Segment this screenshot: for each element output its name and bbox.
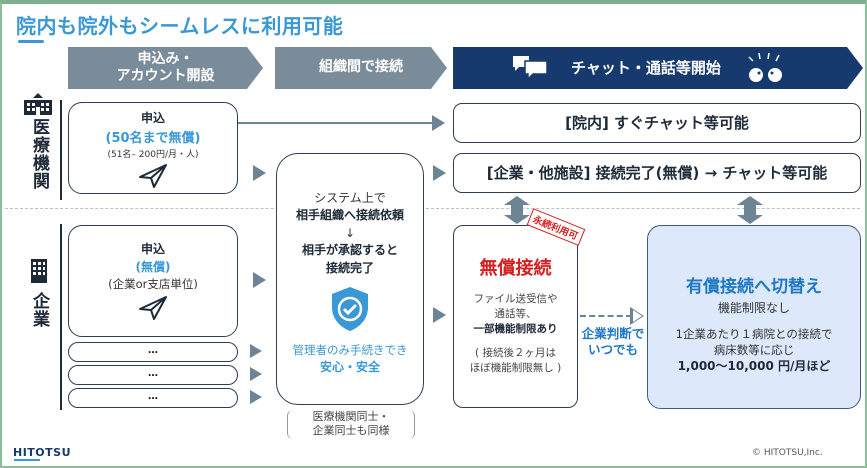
connect-box: システム上で 相手組織へ接続依頼 ↓ 相手が承認すると 接続完了 管理者のみ手続… <box>276 153 424 405</box>
paid-desc1: 1企業あたり１病院との接続で <box>675 327 833 341</box>
company-apply-free: (無償) <box>135 260 171 274</box>
shield-check-icon <box>332 286 368 331</box>
company-apply-unit: (企業or支店単位) <box>108 277 198 291</box>
footer-copyright: © HITOTSU,Inc. <box>752 448 823 458</box>
switch-label: 企業判断で いつでも <box>578 326 648 359</box>
paid-price: 1,000〜10,000 円/月ほど <box>677 359 831 374</box>
paper-plane-icon <box>139 296 167 320</box>
connect-line2: 相手組織へ接続依頼 <box>295 208 404 223</box>
row-divider-medical <box>60 100 62 200</box>
title-underline <box>18 40 44 43</box>
connect-note1: 管理者のみ手続きでき <box>292 343 408 358</box>
free-title: 無償接続 <box>479 258 552 279</box>
paid-title: 有償接続へ切替え <box>686 277 822 297</box>
free-desc2: 通話等、 <box>494 308 537 321</box>
double-arrow-free <box>504 196 530 224</box>
result-external: [企業・他施設] 接続完了(無償) → チャット等可能 <box>453 153 861 193</box>
footer-logo-underline <box>14 459 40 461</box>
medical-apply-title: 申込 <box>140 111 165 125</box>
talking-people-icon <box>743 51 789 85</box>
paid-connection-box: 有償接続へ切替え 機能制限なし 1企業あたり１病院との接続で 病床数等に応じ 1… <box>647 225 861 409</box>
page-title: 院内も院外もシームレスに利用可能 <box>16 14 344 38</box>
connect-note2: 安心・安全 <box>319 360 380 375</box>
arrow-company-apply <box>253 272 266 288</box>
result-internal: [院内] すぐチャット等可能 <box>453 103 861 143</box>
row-separator <box>5 208 860 209</box>
connect-footnote: 医療機関同士・ 企業同士も同様 <box>287 410 415 439</box>
row-label-medical: 医療機関 <box>29 118 49 190</box>
arrow-medical-to-connect <box>253 165 266 181</box>
company-more-item: … <box>68 342 238 362</box>
connect-footnote2: 企業同士も同様 <box>312 424 390 438</box>
step-apply: 申込み・アカウント開設 <box>68 47 263 89</box>
arrow-more-1 <box>250 344 262 358</box>
switch-arrow-head-inner <box>633 310 642 322</box>
switch-dashed-line <box>580 315 632 317</box>
hospital-icon <box>24 93 52 115</box>
arrow-more-3 <box>250 390 262 404</box>
step-apply-line2: アカウント開設 <box>116 68 215 84</box>
row-label-company: 企業 <box>29 292 49 328</box>
arrow-connect-to-external <box>433 165 446 181</box>
step-connect-label: 組織間で接続 <box>319 59 403 76</box>
footer-logo: HITOTSU <box>13 446 72 459</box>
company-more-item: … <box>68 365 238 385</box>
step-connect: 組織間で接続 <box>275 47 447 89</box>
connect-line1: システム上で <box>314 191 386 205</box>
switch-label-line2: いつでも <box>587 342 638 358</box>
step-chat-label: チャット・通話等開始 <box>571 58 721 77</box>
free-desc3: 一部機能制限あり <box>473 323 558 336</box>
chat-bubbles-icon <box>511 53 551 83</box>
paid-subtitle: 機能制限なし <box>717 301 790 315</box>
company-apply-title: 申込 <box>140 242 165 256</box>
free-desc1: ファイル送受信や <box>473 293 558 305</box>
arrow-more-2 <box>250 367 262 381</box>
arrow-connect-to-free <box>433 307 446 323</box>
step-apply-line1: 申込み・ <box>137 50 194 67</box>
free-note2: ほぼ機能制限無し ) <box>469 361 562 374</box>
free-note1: ( 接続後２ヶ月は <box>475 346 556 359</box>
company-more-item: … <box>68 388 238 408</box>
row-divider-company <box>60 224 62 410</box>
paper-plane-icon <box>139 164 167 188</box>
medical-apply-price: (51名– 200円/月・人) <box>107 150 199 160</box>
medical-apply-free: (50名まで無償) <box>105 131 201 146</box>
company-apply-box: 申込 (無償) (企業or支店単位) <box>68 225 238 337</box>
connect-line3: 相手が承認すると <box>301 243 398 258</box>
step-chat: チャット・通話等開始 <box>453 47 863 89</box>
double-arrow-paid <box>737 196 763 224</box>
connect-line4: 接続完了 <box>325 260 374 275</box>
building-icon <box>31 259 47 283</box>
paid-desc2: 病床数等に応じ <box>713 343 795 358</box>
connector-line-internal <box>238 122 433 124</box>
arrow-internal <box>432 115 445 131</box>
connect-footnote1: 医療機関同士・ <box>312 410 390 423</box>
switch-label-line1: 企業判断で <box>581 326 645 341</box>
medical-apply-box: 申込 (50名まで無償) (51名– 200円/月・人) <box>68 102 238 194</box>
connect-arrow: ↓ <box>344 225 356 240</box>
free-connection-box: 無償接続 ファイル送受信や 通話等、 一部機能制限あり ( 接続後２ヶ月は ほぼ… <box>453 225 578 408</box>
